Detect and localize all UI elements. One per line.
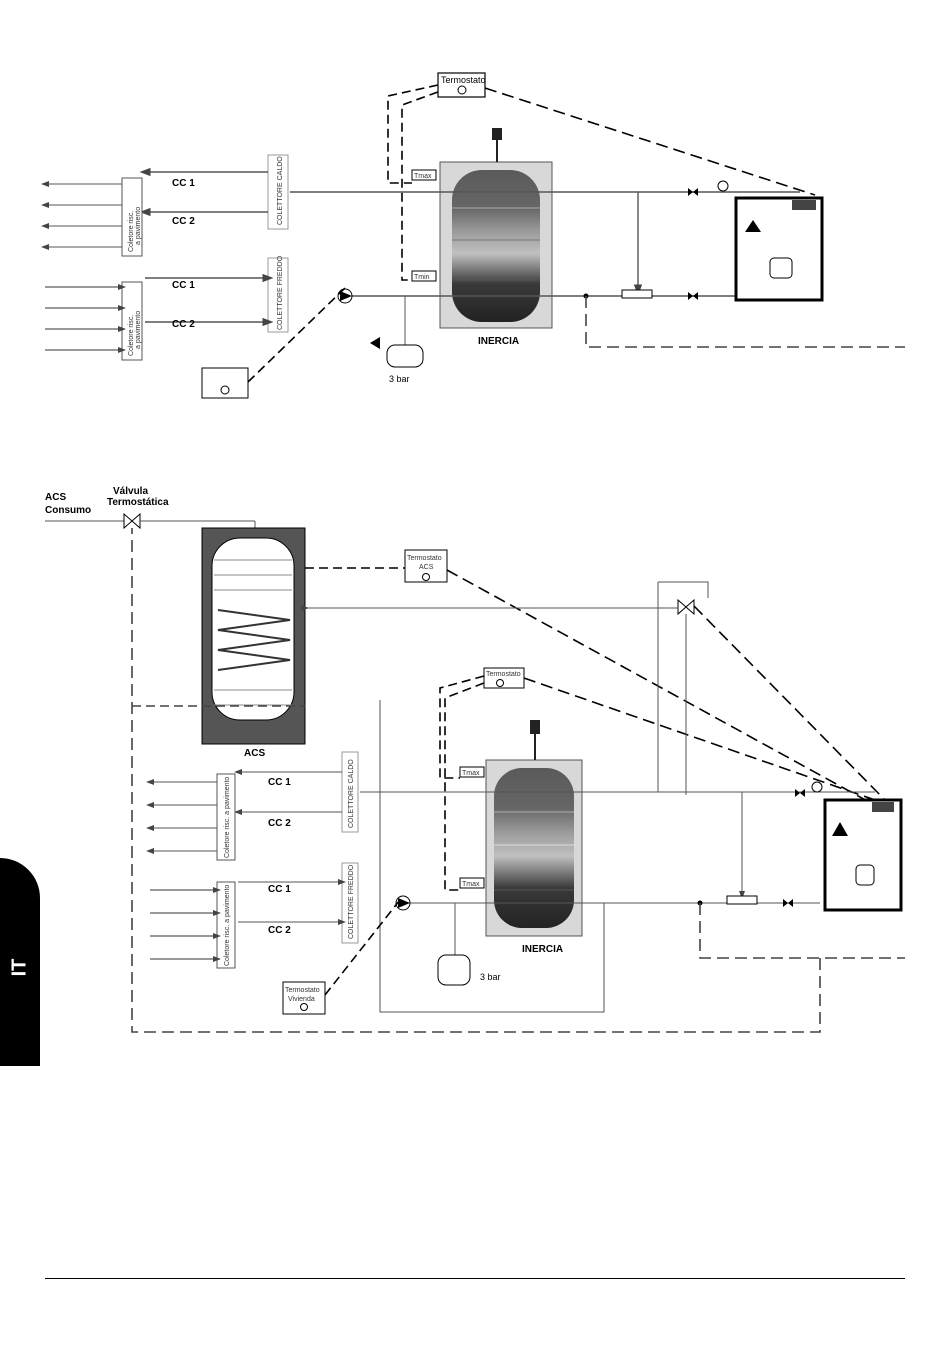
svg-text:Termostato: Termostato — [285, 987, 320, 994]
svg-text:ACS: ACS — [244, 748, 265, 759]
thermostat-acs: Termostato ACS — [404, 549, 448, 583]
bottom-cold-collector: COLETTORE FREDDO — [341, 862, 359, 944]
svg-text:Coletore risc.: Coletore risc. — [128, 211, 135, 252]
top-boiler — [734, 196, 824, 302]
bottom-boiler — [823, 798, 903, 912]
svg-text:3 bar: 3 bar — [480, 972, 501, 982]
top-diagram: Termostato INERCIA Tmax Tmin — [41, 72, 905, 399]
top-inertia-tank: INERCIA — [439, 161, 553, 347]
svg-text:3 bar: 3 bar — [389, 374, 410, 384]
svg-text:Coletore risc. a pavimento: Coletore risc. a pavimento — [224, 777, 231, 858]
svg-text:CC 1: CC 1 — [268, 777, 291, 788]
svg-text:COLETTORE FREDDO: COLETTORE FREDDO — [348, 864, 355, 939]
thermostat-inertia: Termostato — [483, 667, 525, 689]
svg-text:Termostato: Termostato — [407, 555, 442, 562]
acs-tank: ACS — [201, 527, 306, 759]
svg-text:CC 1: CC 1 — [268, 884, 291, 895]
top-thermostat: Termostato — [437, 72, 486, 98]
footer-rule — [45, 1278, 905, 1279]
bottom-inertia-tank: INERCIA — [485, 759, 583, 955]
svg-text:Termostato: Termostato — [486, 671, 521, 678]
svg-text:INERCIA: INERCIA — [522, 944, 563, 955]
svg-text:COLETTORE FREDDO: COLETTORE FREDDO — [277, 255, 284, 330]
svg-text:a pavimento: a pavimento — [135, 207, 142, 245]
svg-text:Tmax: Tmax — [462, 770, 480, 777]
svg-text:Tmax: Tmax — [414, 173, 432, 180]
svg-text:COLETTORE CALDO: COLETTORE CALDO — [348, 759, 355, 828]
svg-text:CC 2: CC 2 — [268, 818, 291, 829]
svg-text:Consumo: Consumo — [45, 505, 91, 516]
svg-text:CC 1: CC 1 — [172, 280, 195, 291]
thermostat-home: Termostato Vivienda — [282, 981, 326, 1015]
language-tab: IT — [0, 858, 40, 1066]
svg-text:ACS: ACS — [419, 564, 434, 571]
svg-text:Termostática: Termostática — [107, 497, 169, 508]
svg-text:Termostato: Termostato — [441, 75, 486, 85]
svg-text:Coletore risc.: Coletore risc. — [128, 315, 135, 356]
svg-text:Válvula: Válvula — [113, 486, 148, 497]
bottom-hot-collector: COLETTORE CALDO — [341, 751, 359, 833]
svg-text:a pavimento: a pavimento — [135, 311, 142, 349]
svg-text:COLETTORE CALDO: COLETTORE CALDO — [277, 156, 284, 225]
top-hot-collector: COLETTORE CALDO — [267, 154, 289, 230]
svg-text:Tmax: Tmax — [462, 881, 480, 888]
svg-text:ACS: ACS — [45, 492, 66, 503]
top-cold-collector: COLETTORE FREDDO — [267, 255, 289, 333]
svg-text:INERCIA: INERCIA — [478, 336, 519, 347]
svg-text:CC 2: CC 2 — [268, 925, 291, 936]
svg-text:Vivienda: Vivienda — [288, 996, 315, 1003]
svg-text:Tmin: Tmin — [414, 274, 430, 281]
svg-text:CC 2: CC 2 — [172, 216, 195, 227]
svg-text:Coletore risc. a pavimento: Coletore risc. a pavimento — [224, 885, 231, 966]
svg-text:CC 2: CC 2 — [172, 319, 195, 330]
bottom-diagram: ACS Consumo Válvula Termostática ACS Ter… — [45, 486, 905, 1033]
svg-text:CC 1: CC 1 — [172, 178, 195, 189]
